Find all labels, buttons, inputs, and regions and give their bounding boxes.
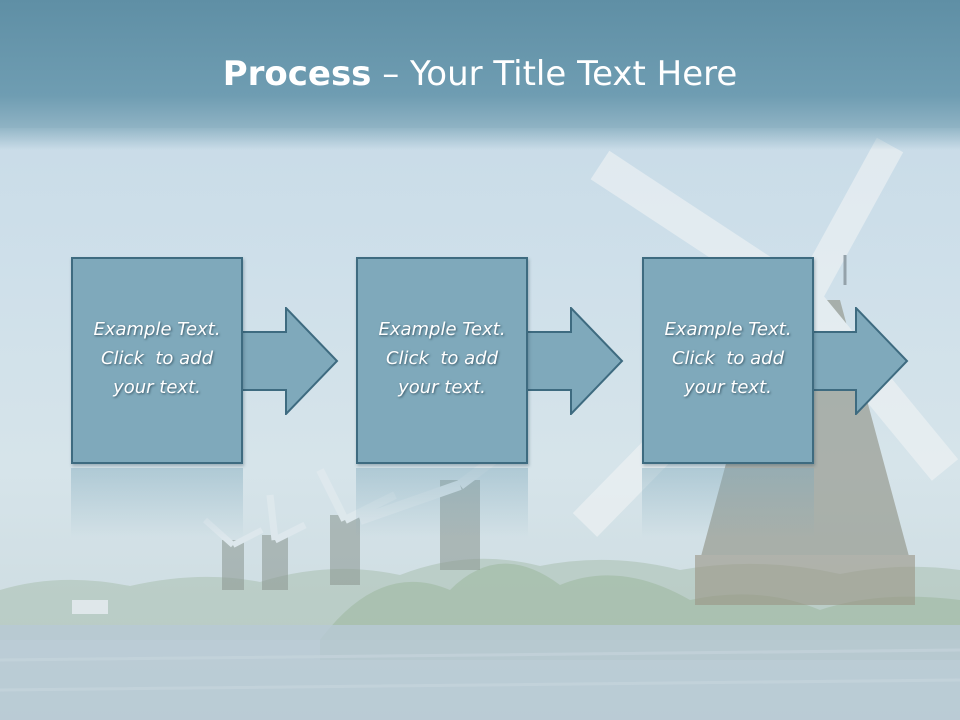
boat bbox=[72, 600, 108, 614]
step-1-text: Example Text. Click to add your text. bbox=[73, 315, 241, 402]
step-1-reflection bbox=[71, 468, 243, 538]
slide-title[interactable]: Process – Your Title Text Here bbox=[0, 52, 960, 96]
step-1-line-2: Click to add bbox=[100, 348, 213, 369]
step-2-line-2: Click to add bbox=[385, 348, 498, 369]
step-1-line-1: Example Text. bbox=[93, 319, 221, 340]
step-3-line-3: your text. bbox=[684, 377, 772, 398]
step-2-text: Example Text. Click to add your text. bbox=[358, 315, 526, 402]
step-2-line-1: Example Text. bbox=[378, 319, 506, 340]
distant-windmills bbox=[203, 451, 503, 590]
process-arrow-1[interactable] bbox=[230, 307, 340, 415]
process-step-2[interactable]: Example Text. Click to add your text. bbox=[356, 257, 528, 464]
process-step-3[interactable]: Example Text. Click to add your text. bbox=[642, 257, 814, 464]
process-arrow-2[interactable] bbox=[515, 307, 625, 415]
step-3-line-2: Click to add bbox=[671, 348, 784, 369]
step-2-reflection bbox=[356, 468, 528, 538]
canal-water bbox=[0, 625, 960, 720]
step-3-reflection bbox=[642, 468, 814, 538]
process-step-1[interactable]: Example Text. Click to add your text. bbox=[71, 257, 243, 464]
title-strong: Process bbox=[222, 54, 372, 94]
step-3-line-1: Example Text. bbox=[664, 319, 792, 340]
process-arrow-3[interactable] bbox=[800, 307, 910, 415]
title-rest: – Your Title Text Here bbox=[371, 54, 738, 94]
title-bar bbox=[0, 0, 960, 150]
step-1-line-3: your text. bbox=[113, 377, 201, 398]
water-ripples bbox=[0, 648, 960, 692]
step-3-text: Example Text. Click to add your text. bbox=[644, 315, 812, 402]
step-2-line-3: your text. bbox=[398, 377, 486, 398]
